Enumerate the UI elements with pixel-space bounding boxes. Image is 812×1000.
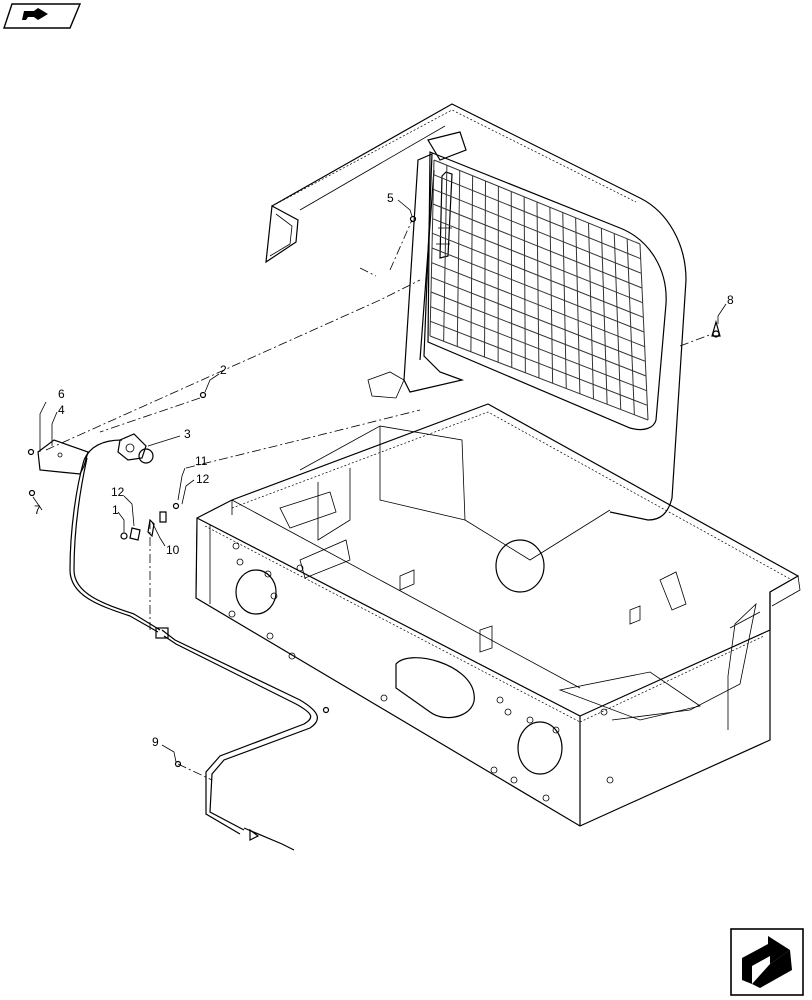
callout-11: 11: [195, 454, 208, 468]
mesh-horizontal-wire: [432, 232, 644, 318]
callout-6: 6: [58, 387, 65, 401]
callout-12-left: 12: [111, 485, 125, 499]
mesh-horizontal-wire: [433, 159, 641, 245]
mesh-horizontal-wire: [431, 276, 646, 362]
mesh-horizontal-wire: [431, 262, 645, 348]
callout-7: 7: [34, 503, 41, 517]
mesh-horizontal-wire: [433, 188, 642, 274]
assembly-lines: [45, 219, 713, 781]
mesh-horizontal-wire: [430, 320, 648, 406]
next-page-arrow-icon[interactable]: [730, 928, 804, 996]
throttle-handle: [117, 433, 154, 464]
callout-10: 10: [166, 543, 180, 557]
callout-4: 4: [58, 403, 65, 417]
mesh-horizontal-wire: [432, 218, 643, 304]
rear-screen-door: [265, 103, 687, 521]
callout-9: 9: [152, 735, 159, 749]
screen-mesh: [429, 159, 649, 421]
callout-8: 8: [727, 293, 734, 307]
mesh-horizontal-wire: [431, 247, 645, 333]
frame-assembly: [195, 403, 801, 827]
leader-lines: [32, 199, 727, 763]
mesh-horizontal-wire: [432, 203, 643, 289]
back-arrow-icon[interactable]: [3, 3, 82, 29]
mounting-plate: [37, 439, 89, 475]
mesh-horizontal-wire: [430, 291, 647, 377]
callout-5: 5: [387, 191, 394, 205]
hardware: [27, 215, 721, 768]
callout-12-right: 12: [196, 472, 210, 486]
mesh-horizontal-wire: [430, 306, 647, 392]
callout-2: 2: [220, 363, 227, 377]
callout-1: 1: [112, 503, 119, 517]
mesh-horizontal-wire: [429, 335, 649, 421]
cable-assembly: [69, 439, 318, 851]
callout-3: 3: [184, 427, 191, 441]
mesh-horizontal-wire: [433, 174, 641, 260]
